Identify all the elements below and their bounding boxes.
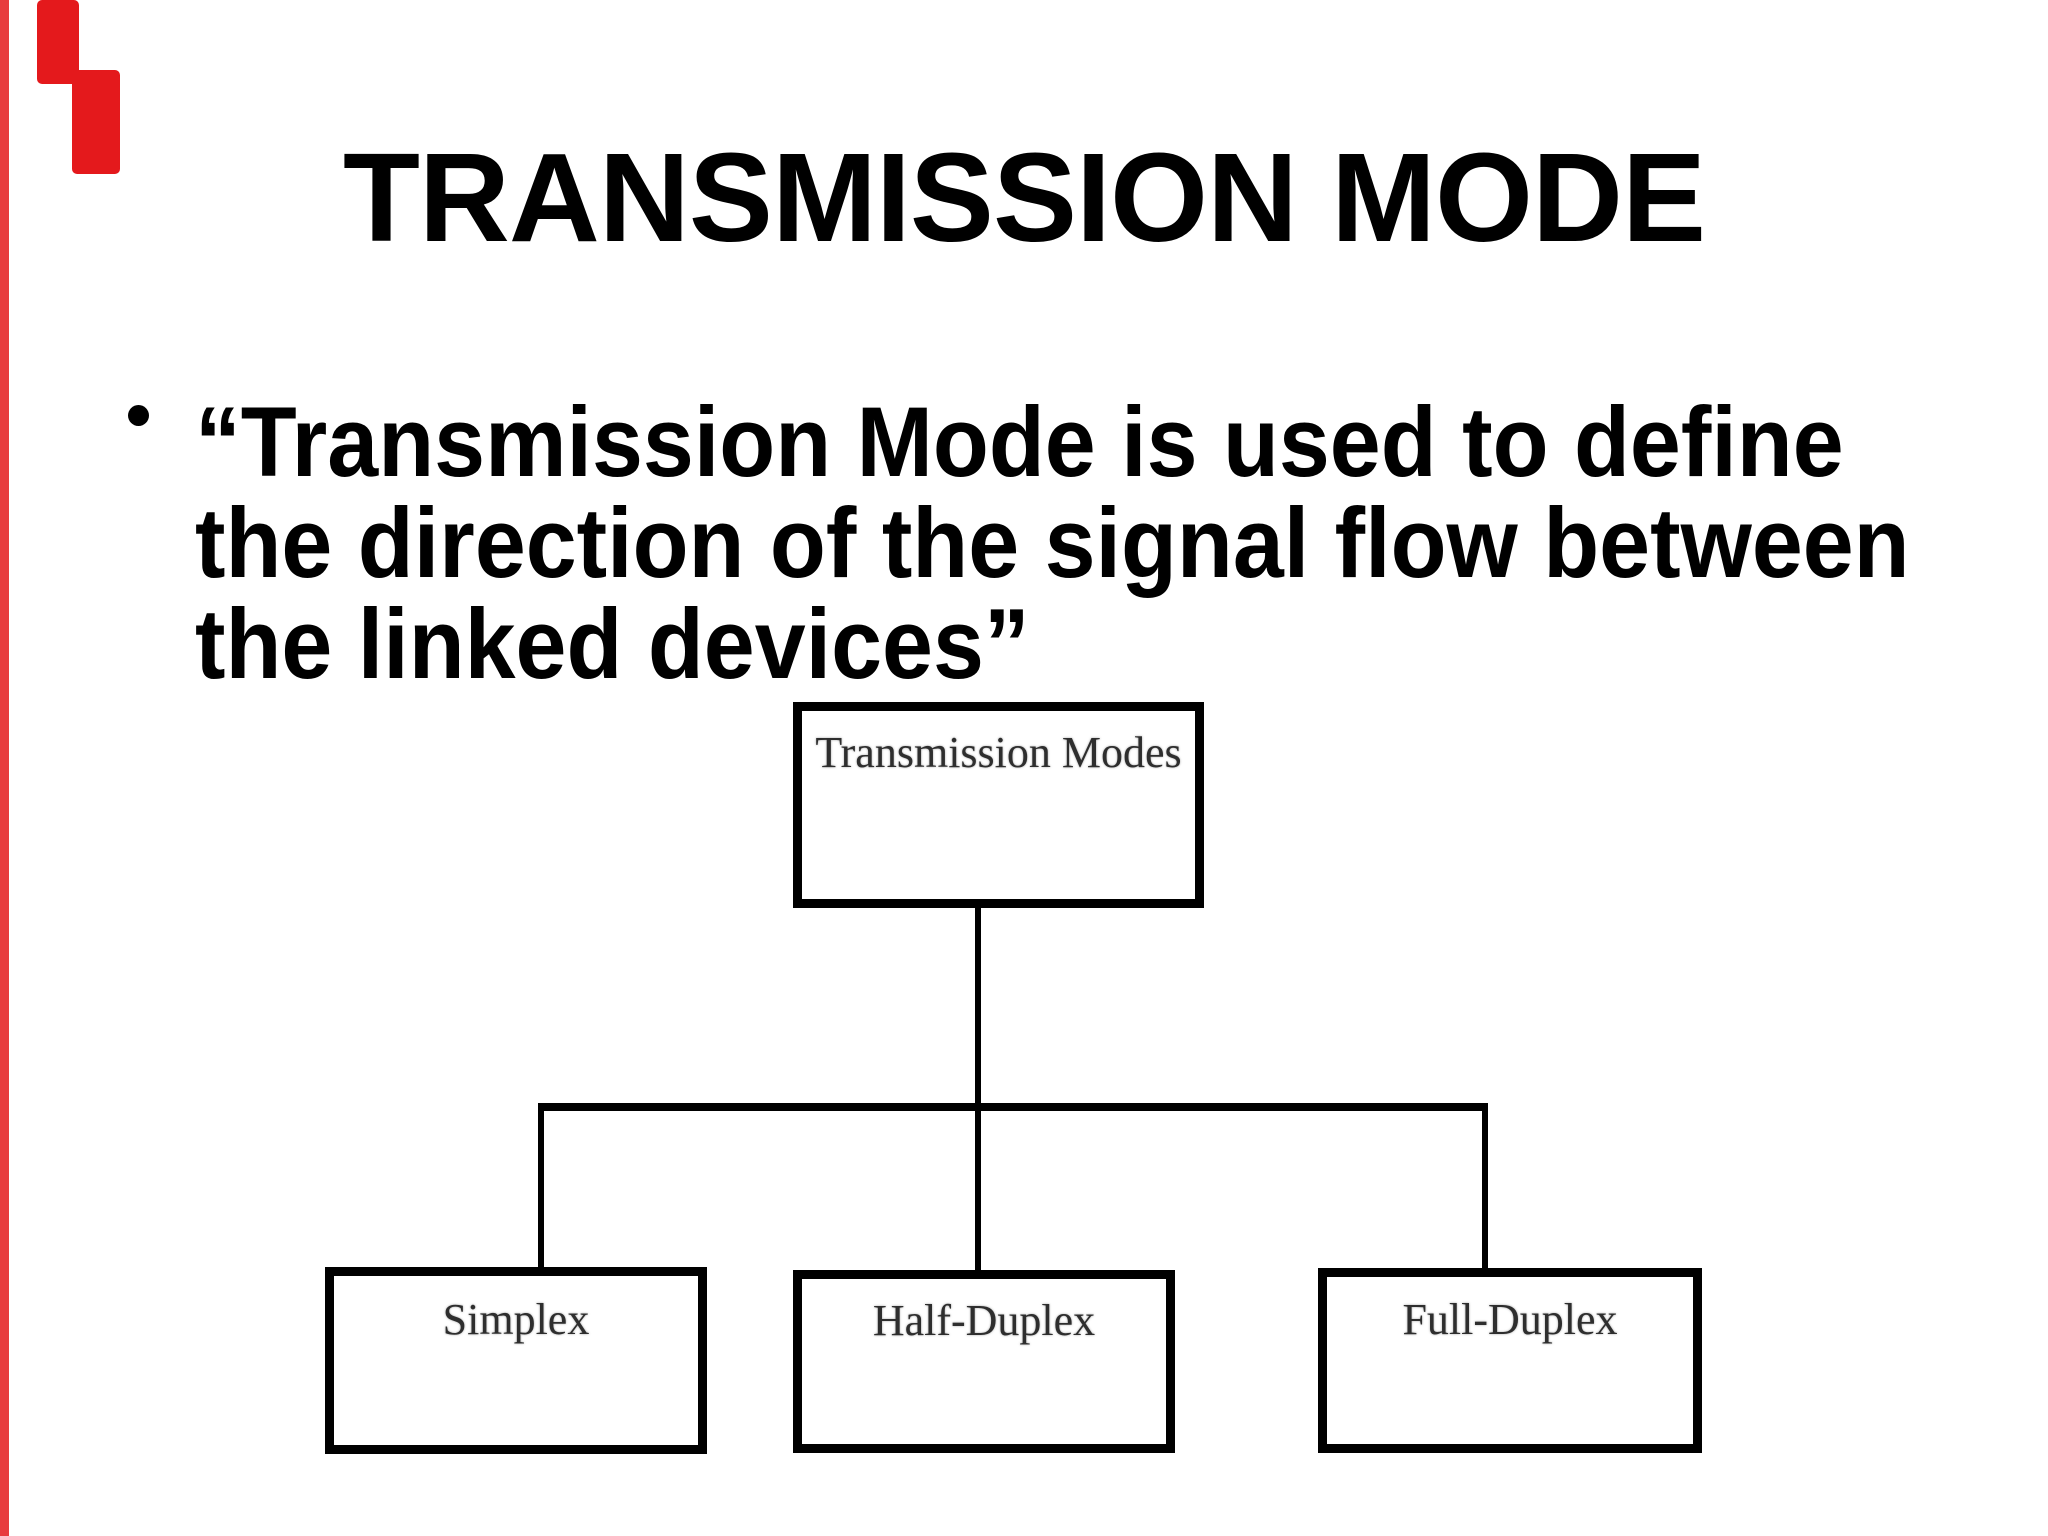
bullet-line-2: the direction of the signal flow between <box>195 487 1910 598</box>
connector-horizontal <box>538 1103 1488 1111</box>
connector-right-vertical <box>1482 1103 1488 1271</box>
diagram-node-simplex: Simplex <box>325 1267 707 1454</box>
diagram-node-half-duplex-label: Half-Duplex <box>872 1296 1096 1345</box>
diagram-node-simplex-label: Simplex <box>442 1295 590 1344</box>
diagram-node-root: Transmission Modes <box>793 702 1204 908</box>
bullet-line-1: “Transmission Mode is used to define <box>195 386 1844 497</box>
connector-middle-vertical <box>975 1103 981 1273</box>
diagram-node-full-duplex-label: Full-Duplex <box>1402 1295 1618 1344</box>
diagram-node-full-duplex: Full-Duplex <box>1318 1268 1702 1453</box>
red-marker-stroke-top <box>37 0 79 84</box>
slide-title: TRANSMISSION MODE <box>342 127 1706 268</box>
connector-left-vertical <box>538 1103 544 1270</box>
bullet-paragraph: “Transmission Mode is used to define the… <box>195 391 1910 694</box>
diagram-node-half-duplex: Half-Duplex <box>793 1270 1175 1453</box>
connector-root-vertical <box>975 907 981 1108</box>
diagram-node-root-label: Transmission Modes <box>815 728 1182 777</box>
red-scan-edge-stripe <box>0 0 9 1536</box>
red-marker-stroke-bottom <box>72 70 120 174</box>
bullet-marker <box>128 405 149 426</box>
bullet-line-3: the linked devices” <box>195 588 1030 699</box>
